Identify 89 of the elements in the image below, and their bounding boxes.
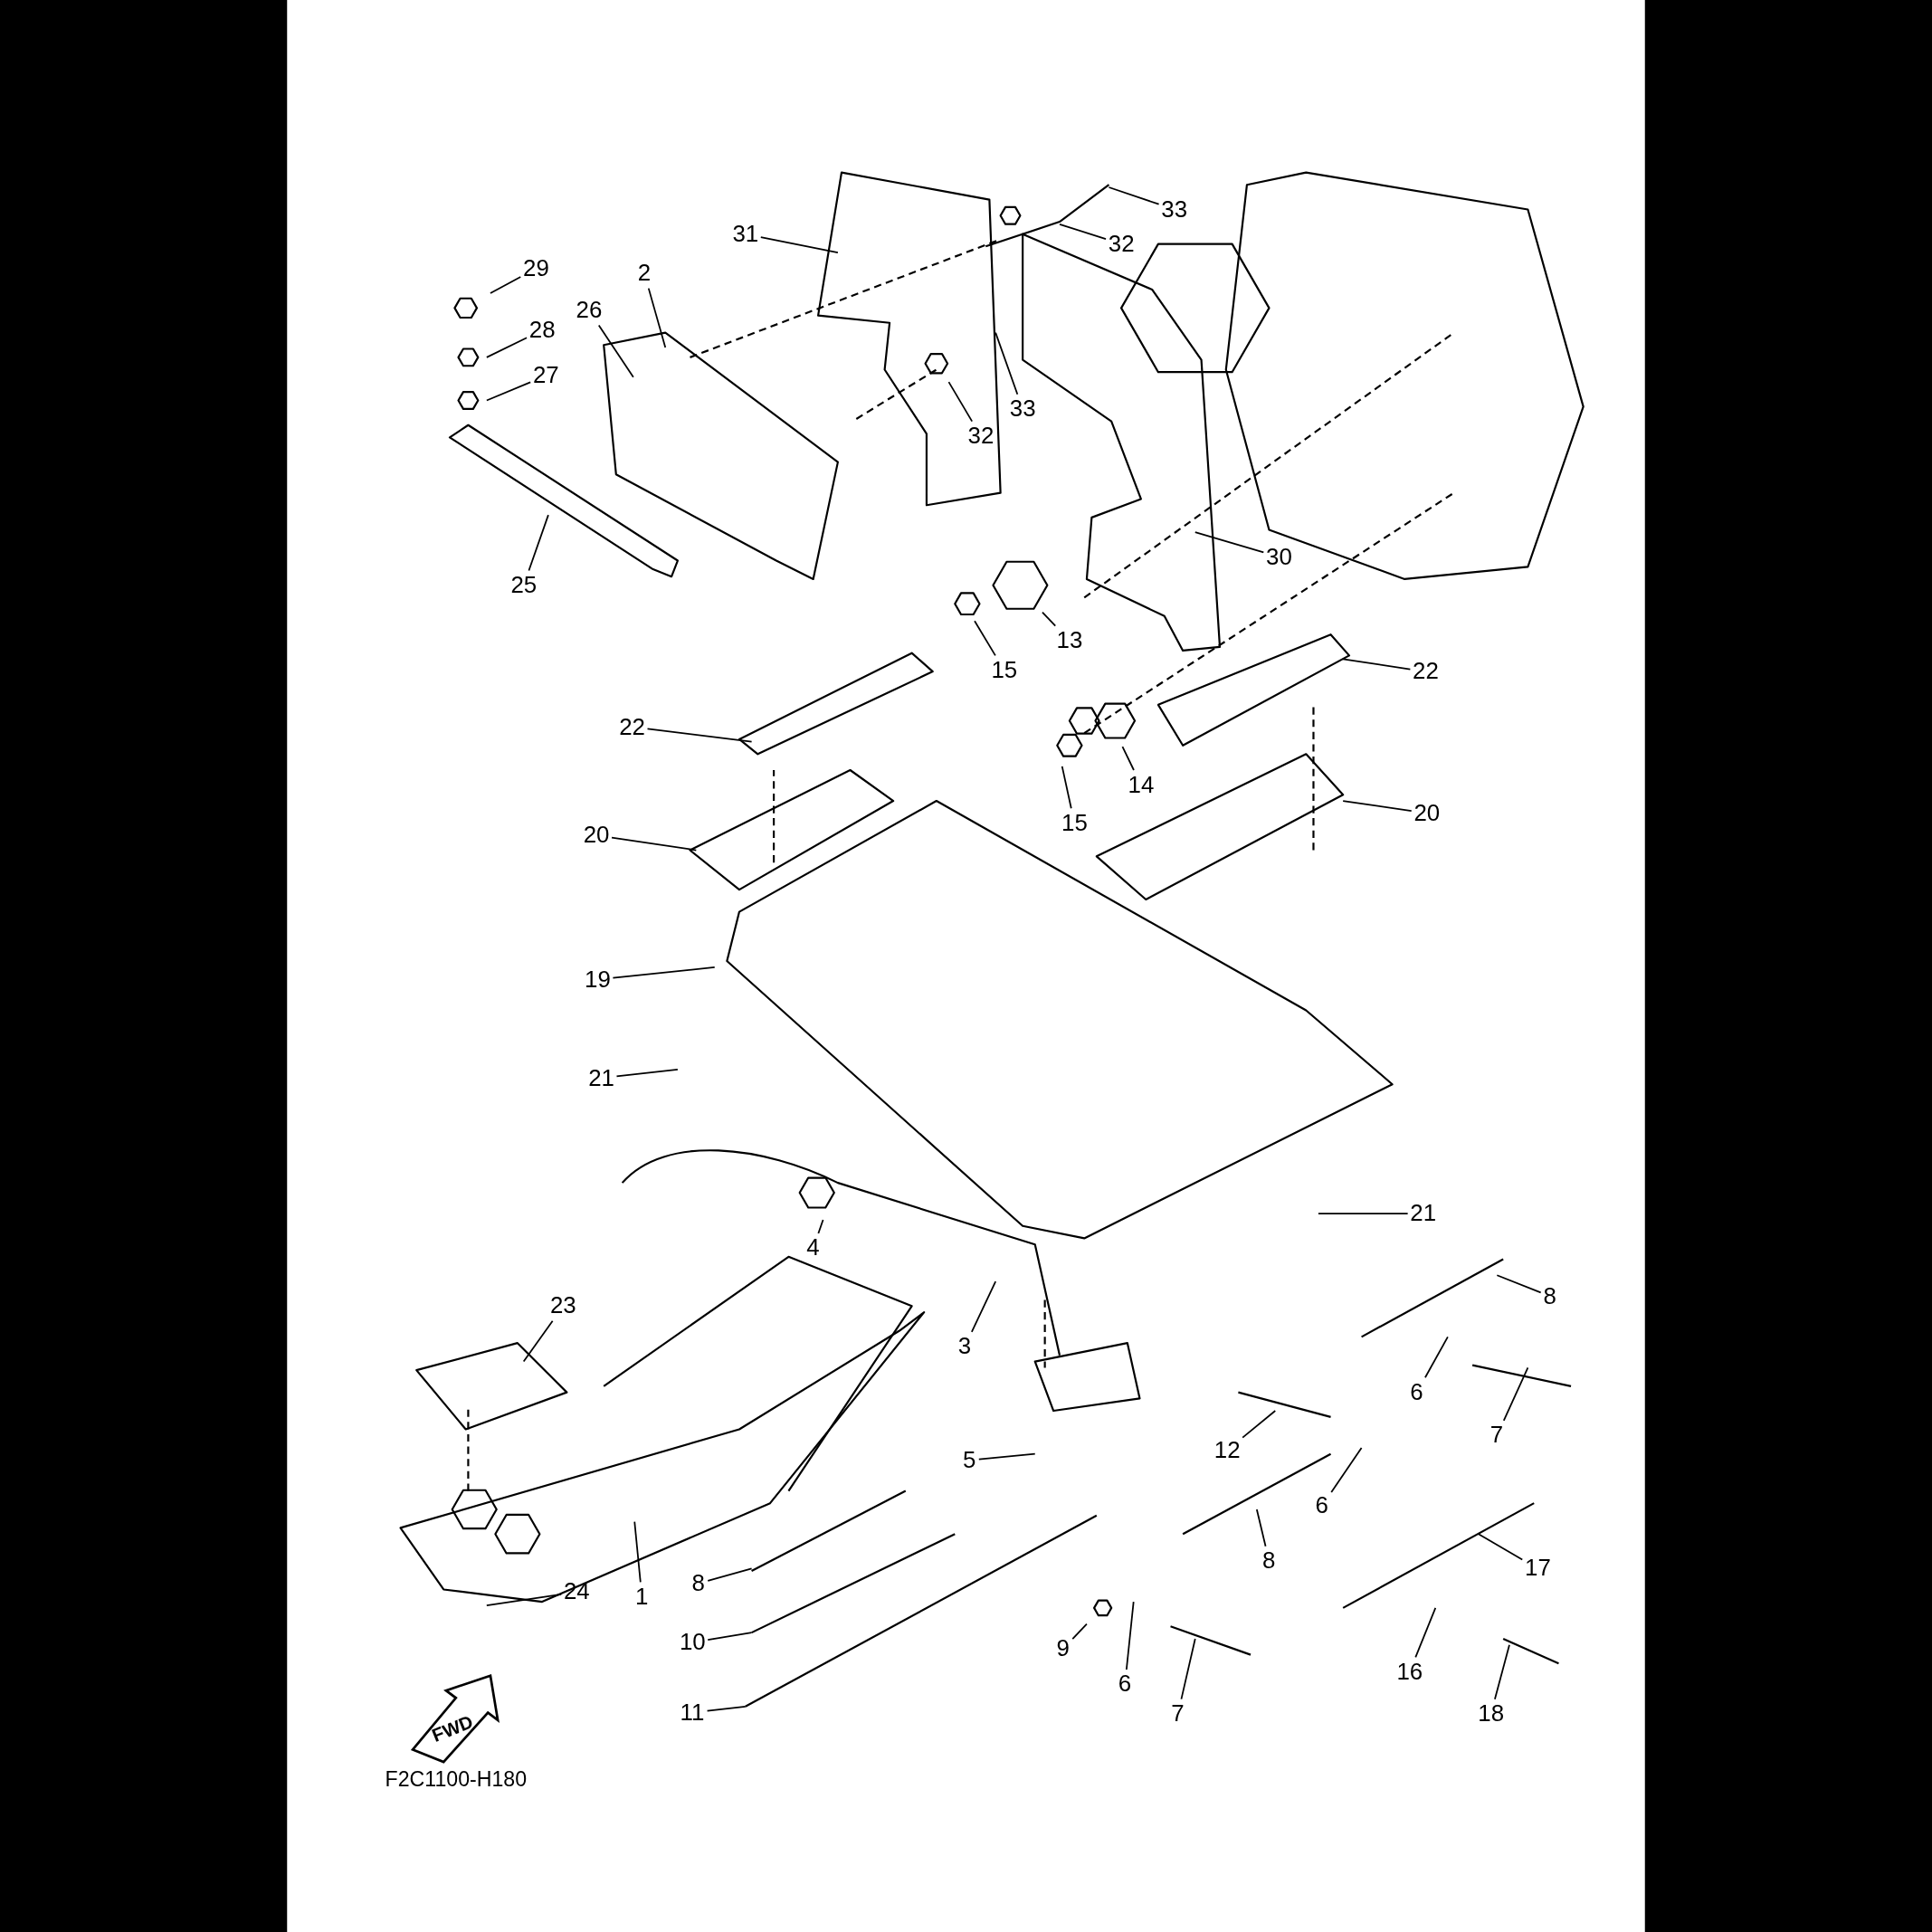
leader-line — [647, 287, 667, 348]
callout-number: 13 — [1056, 628, 1083, 653]
leader-line — [1059, 223, 1107, 241]
leader-line — [1180, 1638, 1196, 1700]
leader-line — [1125, 1601, 1135, 1670]
callout-number: 23 — [549, 1293, 576, 1318]
callout-number: 15 — [991, 658, 1018, 683]
callout-number: 6 — [1118, 1671, 1132, 1697]
leader-line — [1330, 1447, 1363, 1493]
leader-line — [528, 514, 549, 572]
callout-number: 15 — [1061, 810, 1088, 836]
callout-number: 5 — [963, 1447, 976, 1473]
leader-line — [947, 381, 974, 423]
callout-number: 8 — [691, 1571, 705, 1596]
callout-number: 9 — [1056, 1636, 1070, 1661]
leader-line — [485, 337, 528, 358]
leader-line — [1478, 1533, 1524, 1561]
leader-line — [1424, 1336, 1449, 1379]
callout-number: 27 — [532, 363, 559, 388]
callout-number: 20 — [1413, 801, 1441, 826]
callout-number: 6 — [1315, 1493, 1328, 1518]
leader-line — [1255, 1508, 1267, 1547]
leader-line — [1502, 1366, 1529, 1422]
leader-line — [633, 1520, 642, 1584]
direction-label: FWD — [428, 1709, 476, 1746]
leader-line — [1194, 531, 1265, 554]
drawing-code: F2C1100-H180 — [385, 1767, 528, 1794]
callout-number: 30 — [1266, 544, 1292, 570]
callout-number: 4 — [806, 1235, 820, 1261]
callout-number: 14 — [1128, 772, 1155, 797]
leader-line — [1108, 186, 1160, 205]
leader-line — [706, 1705, 747, 1712]
callout-number: 7 — [1171, 1701, 1185, 1727]
callout-number: 21 — [1410, 1201, 1437, 1226]
leader-line — [817, 1219, 824, 1234]
callout-number: 20 — [583, 823, 610, 848]
leader-line — [995, 331, 1019, 395]
leader-line — [970, 1280, 997, 1333]
callout-number: 8 — [1261, 1548, 1276, 1574]
leader-line — [1414, 1607, 1437, 1659]
leader-line — [485, 381, 532, 402]
leader-line — [1061, 766, 1072, 810]
callout-number: 32 — [1108, 232, 1135, 257]
callout-number: 19 — [585, 966, 611, 993]
leader-line — [611, 836, 698, 852]
leader-line — [759, 236, 839, 253]
callout-number: 16 — [1396, 1660, 1423, 1685]
leader-line — [522, 1319, 554, 1363]
callout-number: 21 — [588, 1065, 614, 1090]
leader-line — [1042, 611, 1057, 627]
leader-line — [646, 728, 753, 743]
leader-line — [1318, 1213, 1409, 1215]
leader-line — [485, 1593, 563, 1607]
callout-number: 31 — [732, 222, 759, 247]
leader-line — [1121, 746, 1135, 771]
leader-line — [612, 966, 716, 979]
callout-number: 22 — [619, 714, 645, 739]
callout-number: 1 — [634, 1585, 649, 1610]
callout-number: 32 — [967, 424, 995, 449]
leader-line — [615, 1069, 679, 1078]
callout-number: 8 — [1543, 1283, 1556, 1309]
leader-line — [1342, 658, 1412, 671]
callout-number: 6 — [1410, 1380, 1423, 1405]
callout-number: 7 — [1489, 1423, 1504, 1448]
callout-number: 2 — [637, 261, 652, 286]
leader-line — [1496, 1274, 1542, 1294]
callout-number: 11 — [680, 1700, 705, 1726]
callout-number: 12 — [1213, 1438, 1241, 1463]
leader-line — [1242, 1410, 1277, 1439]
callout-number: 24 — [563, 1579, 590, 1604]
leader-line — [707, 1567, 753, 1582]
callout-number: 17 — [1525, 1556, 1551, 1581]
leader-line — [707, 1632, 753, 1642]
callout-number: 18 — [1478, 1701, 1505, 1727]
callout-number: 22 — [1413, 659, 1439, 684]
callout-number: 10 — [679, 1630, 706, 1655]
leader-line — [1494, 1643, 1510, 1700]
leader-line — [490, 276, 522, 294]
leader-line — [977, 1452, 1036, 1461]
callout-number: 33 — [1161, 196, 1188, 223]
callout-number: 33 — [1009, 396, 1036, 422]
callout-number: 3 — [957, 1334, 972, 1359]
leader-line — [1342, 800, 1413, 813]
leader-line — [1071, 1623, 1088, 1640]
callout-number: 28 — [528, 318, 556, 343]
callout-number: 29 — [523, 256, 549, 281]
callout-number: 25 — [510, 573, 538, 598]
callout-number: 26 — [576, 298, 603, 323]
leader-line — [974, 620, 996, 657]
